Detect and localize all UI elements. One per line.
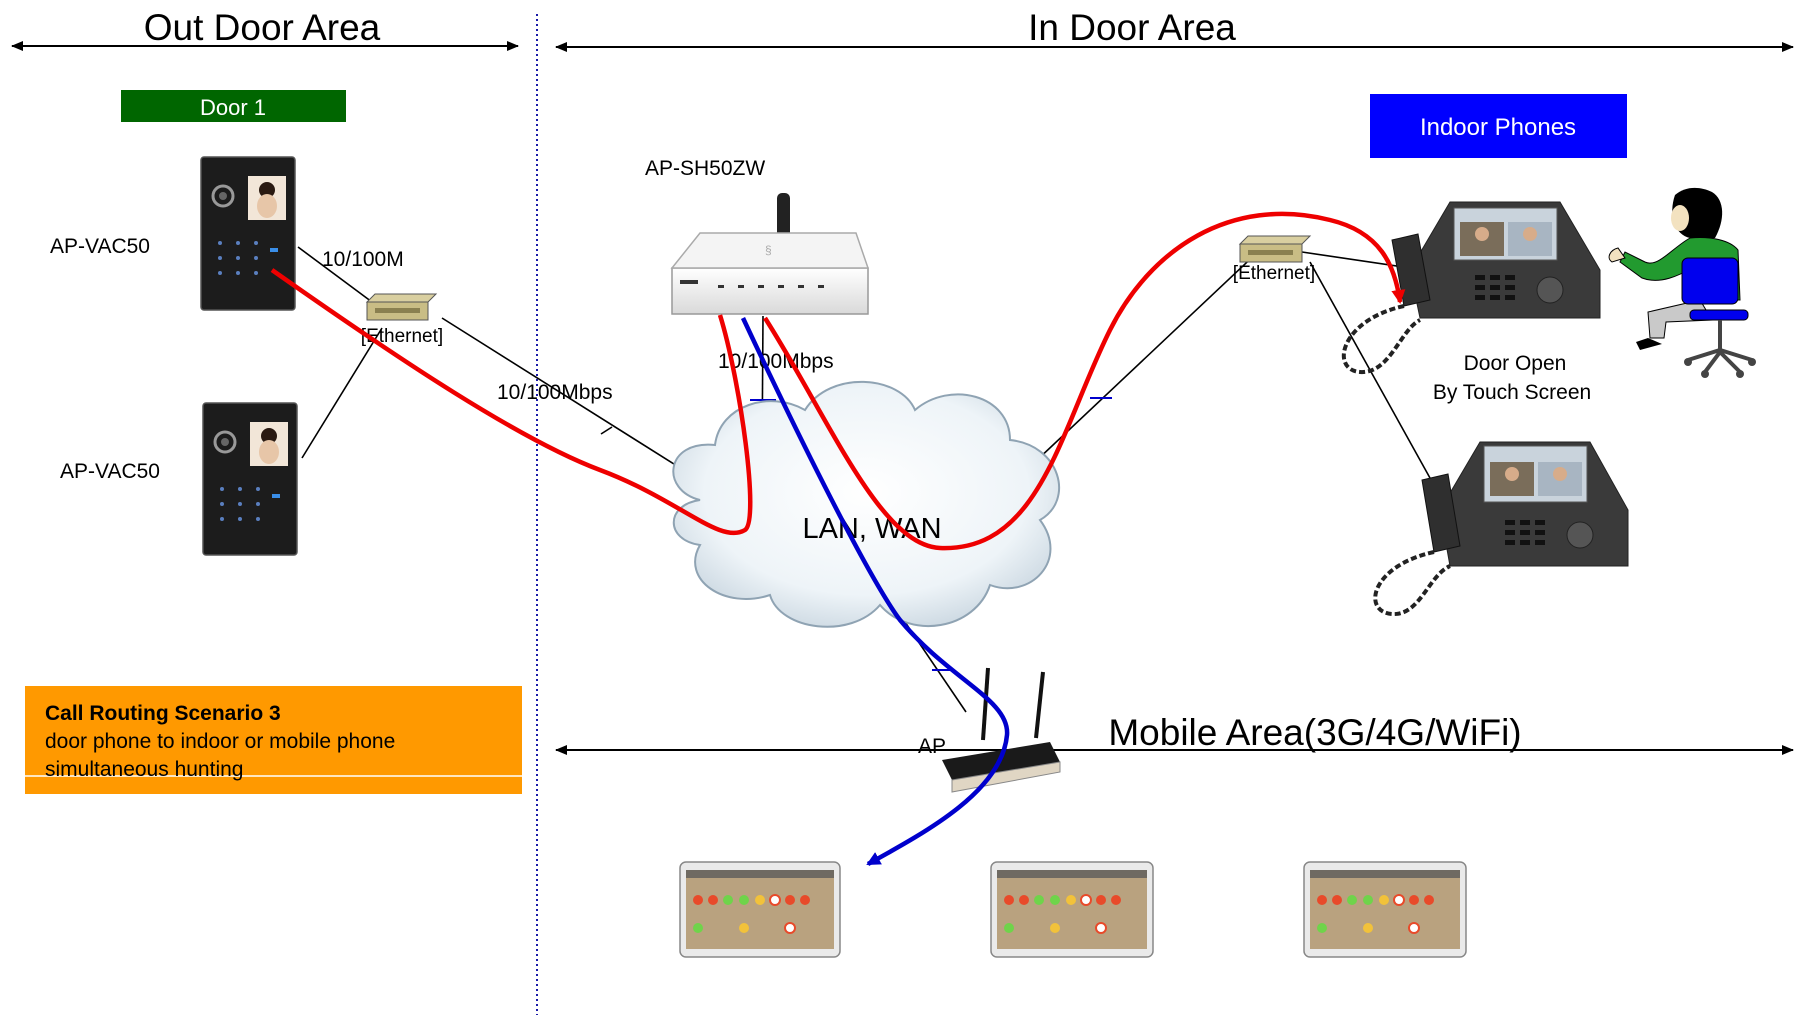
door1-tag: Door 1	[121, 90, 346, 122]
call-path-red-door	[270, 268, 753, 536]
router-label: AP-SH50ZW	[645, 157, 765, 180]
door-open-line2: By Touch Screen	[1433, 381, 1591, 404]
door-phone-icon: AP-VAC50	[60, 402, 298, 556]
switch-icon: [Ethernet]	[361, 293, 443, 347]
tablet-icon	[1303, 861, 1467, 958]
cloud-icon: LAN, WAN	[672, 380, 1061, 628]
svg-text:Indoor Phones: Indoor Phones	[1420, 114, 1576, 141]
outdoor-area-label: Out Door Area	[144, 7, 381, 48]
tablet-icon	[990, 861, 1154, 958]
cloud-label: LAN, WAN	[802, 513, 941, 545]
router-icon: § AP-SH50ZW	[645, 157, 870, 315]
speed-100m-label: 10/100M	[322, 248, 404, 271]
indoor-area-label: In Door Area	[1028, 7, 1236, 48]
ethernet-left-label: [Ethernet]	[361, 326, 443, 347]
desk-phone-icon	[1341, 201, 1601, 375]
vac50-bottom-label: AP-VAC50	[60, 460, 160, 483]
scenario-line1: door phone to indoor or mobile phone	[45, 730, 395, 753]
svg-text:§: §	[765, 243, 772, 257]
switch-icon: [Ethernet]	[1233, 235, 1315, 284]
speed-router-label: 10/100Mbps	[718, 350, 834, 373]
svg-text:Door 1: Door 1	[200, 95, 266, 120]
call-path-blue-mobile	[740, 317, 1010, 866]
scenario-box: Call Routing Scenario 3 door phone to in…	[25, 686, 522, 794]
ap-label: AP	[918, 735, 946, 758]
door-phone-icon: AP-VAC50	[50, 156, 296, 311]
wifi-ap-icon: AP	[918, 667, 1061, 793]
mobile-area-label: Mobile Area(3G/4G/WiFi)	[1108, 712, 1521, 753]
desk-phone-icon	[1373, 441, 1629, 617]
indoor-phones-tag: Indoor Phones	[1370, 94, 1627, 158]
tablet-icon	[679, 861, 841, 958]
scenario-line2: simultaneous hunting	[45, 758, 243, 781]
scenario-title: Call Routing Scenario 3	[45, 702, 281, 725]
vac50-top-label: AP-VAC50	[50, 235, 150, 258]
call-path-red-indoor	[763, 211, 1406, 551]
ethernet-right-label: [Ethernet]	[1233, 263, 1315, 284]
person-icon	[1608, 187, 1756, 378]
door-open-line1: Door Open	[1464, 352, 1567, 375]
speed-left-label: 10/100Mbps	[497, 381, 613, 404]
